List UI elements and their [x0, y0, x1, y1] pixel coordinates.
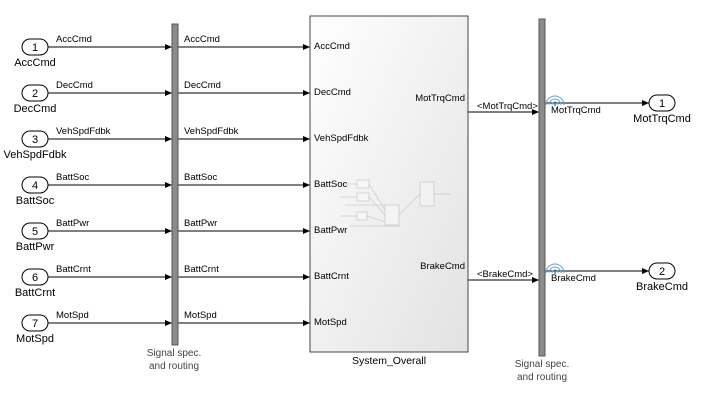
preview-line — [366, 215, 386, 223]
subsystem-input-port[interactable]: BattCrnt — [314, 271, 349, 282]
preview-block — [356, 179, 370, 189]
subsystem-input-port[interactable]: VehSpdFdbk — [314, 133, 369, 144]
subsystem-input-port[interactable]: MotSpd — [314, 317, 347, 328]
preview-line — [368, 196, 386, 216]
outport-name: MotTrqCmd — [633, 113, 691, 125]
logging-arc — [548, 98, 562, 106]
inport-name: AccCmd — [14, 57, 56, 69]
inport-3[interactable] — [21, 130, 49, 148]
inport-name: BattSoc — [15, 195, 55, 207]
signal-label: MotSpd — [56, 310, 89, 321]
signal-label: BattCrnt — [56, 264, 91, 275]
preview-block — [419, 181, 435, 207]
subsystem-preview — [340, 179, 450, 227]
signal-label: VehSpdFdbk — [56, 126, 111, 137]
routed-signal-label: AccCmd — [184, 34, 220, 45]
outport-2[interactable] — [648, 262, 676, 280]
inport-number: 4 — [32, 180, 38, 192]
bus-signal-label: <BrakeCmd> — [477, 269, 533, 280]
logging-dot — [553, 103, 557, 107]
signal-label: BattPwr — [56, 218, 90, 229]
inport-number: 6 — [32, 272, 38, 284]
signal-label: DecCmd — [56, 80, 93, 91]
bus-signal-label: <MotTrqCmd> — [477, 101, 538, 112]
inport-6[interactable] — [21, 268, 49, 286]
preview-line — [368, 183, 386, 211]
subsystem-output-port[interactable]: MotTrqCmd — [415, 93, 465, 104]
inport-name: DecCmd — [13, 103, 57, 115]
routed-signal-label: BattCrnt — [184, 264, 219, 275]
signal-label: BattSoc — [56, 172, 90, 183]
logging-arc — [545, 95, 565, 106]
inport-number: 1 — [32, 42, 38, 54]
preview-block — [384, 204, 400, 226]
subsystem-input-port[interactable]: AccCmd — [314, 41, 350, 52]
left-routing-label: Signal spec. and routing — [146, 348, 202, 372]
subsystem-block[interactable] — [309, 15, 469, 353]
right-routing-bus-bar[interactable] — [538, 18, 546, 357]
logging-arc — [548, 266, 562, 274]
logging-arc — [545, 263, 565, 274]
subsystem-input-port[interactable]: BattSoc — [314, 179, 348, 190]
inport-number: 5 — [32, 226, 38, 238]
routed-signal-label: VehSpdFdbk — [184, 126, 239, 137]
inport-name: MotSpd — [16, 333, 54, 345]
left-routing-bus-bar[interactable] — [171, 23, 179, 346]
routed-signal-label: MotTrqCmd — [551, 105, 601, 116]
inport-name: BattCrnt — [14, 287, 56, 299]
subsystem-input-port[interactable]: DecCmd — [314, 87, 351, 98]
outport-number: 1 — [659, 98, 665, 110]
inport-number: 3 — [32, 134, 38, 146]
subsystem-output-port[interactable]: BrakeCmd — [420, 261, 465, 272]
signal-logging-icon[interactable] — [545, 95, 565, 107]
subsystem-title: System_Overall — [351, 355, 427, 367]
inport-1[interactable] — [21, 38, 49, 56]
inport-5[interactable] — [21, 222, 49, 240]
logging-dot — [553, 271, 557, 275]
subsystem-input-port[interactable]: BattPwr — [314, 225, 348, 236]
outport-number: 2 — [659, 266, 665, 278]
routed-signal-label: MotSpd — [184, 310, 217, 321]
signal-logging-icon[interactable] — [545, 263, 565, 275]
inport-7[interactable] — [21, 314, 49, 332]
preview-block — [356, 211, 368, 221]
inport-name: BattPwr — [15, 241, 55, 253]
preview-block — [356, 192, 370, 202]
inport-4[interactable] — [21, 176, 49, 194]
routed-signal-label: DecCmd — [184, 80, 221, 91]
routed-signal-label: BattPwr — [184, 218, 218, 229]
inport-2[interactable] — [21, 84, 49, 102]
inport-number: 2 — [32, 88, 38, 100]
routed-signal-label: BattSoc — [184, 172, 218, 183]
logging-arc — [551, 101, 559, 106]
outport-name: BrakeCmd — [636, 281, 688, 293]
outport-1[interactable] — [648, 94, 676, 112]
signal-label: AccCmd — [56, 34, 92, 45]
routed-signal-label: BrakeCmd — [551, 273, 596, 284]
right-routing-label: Signal spec. and routing — [514, 359, 570, 383]
inport-number: 7 — [32, 318, 38, 330]
preview-line — [398, 193, 421, 216]
inport-name: VehSpdFdbk — [3, 149, 67, 161]
logging-arc — [551, 269, 559, 274]
